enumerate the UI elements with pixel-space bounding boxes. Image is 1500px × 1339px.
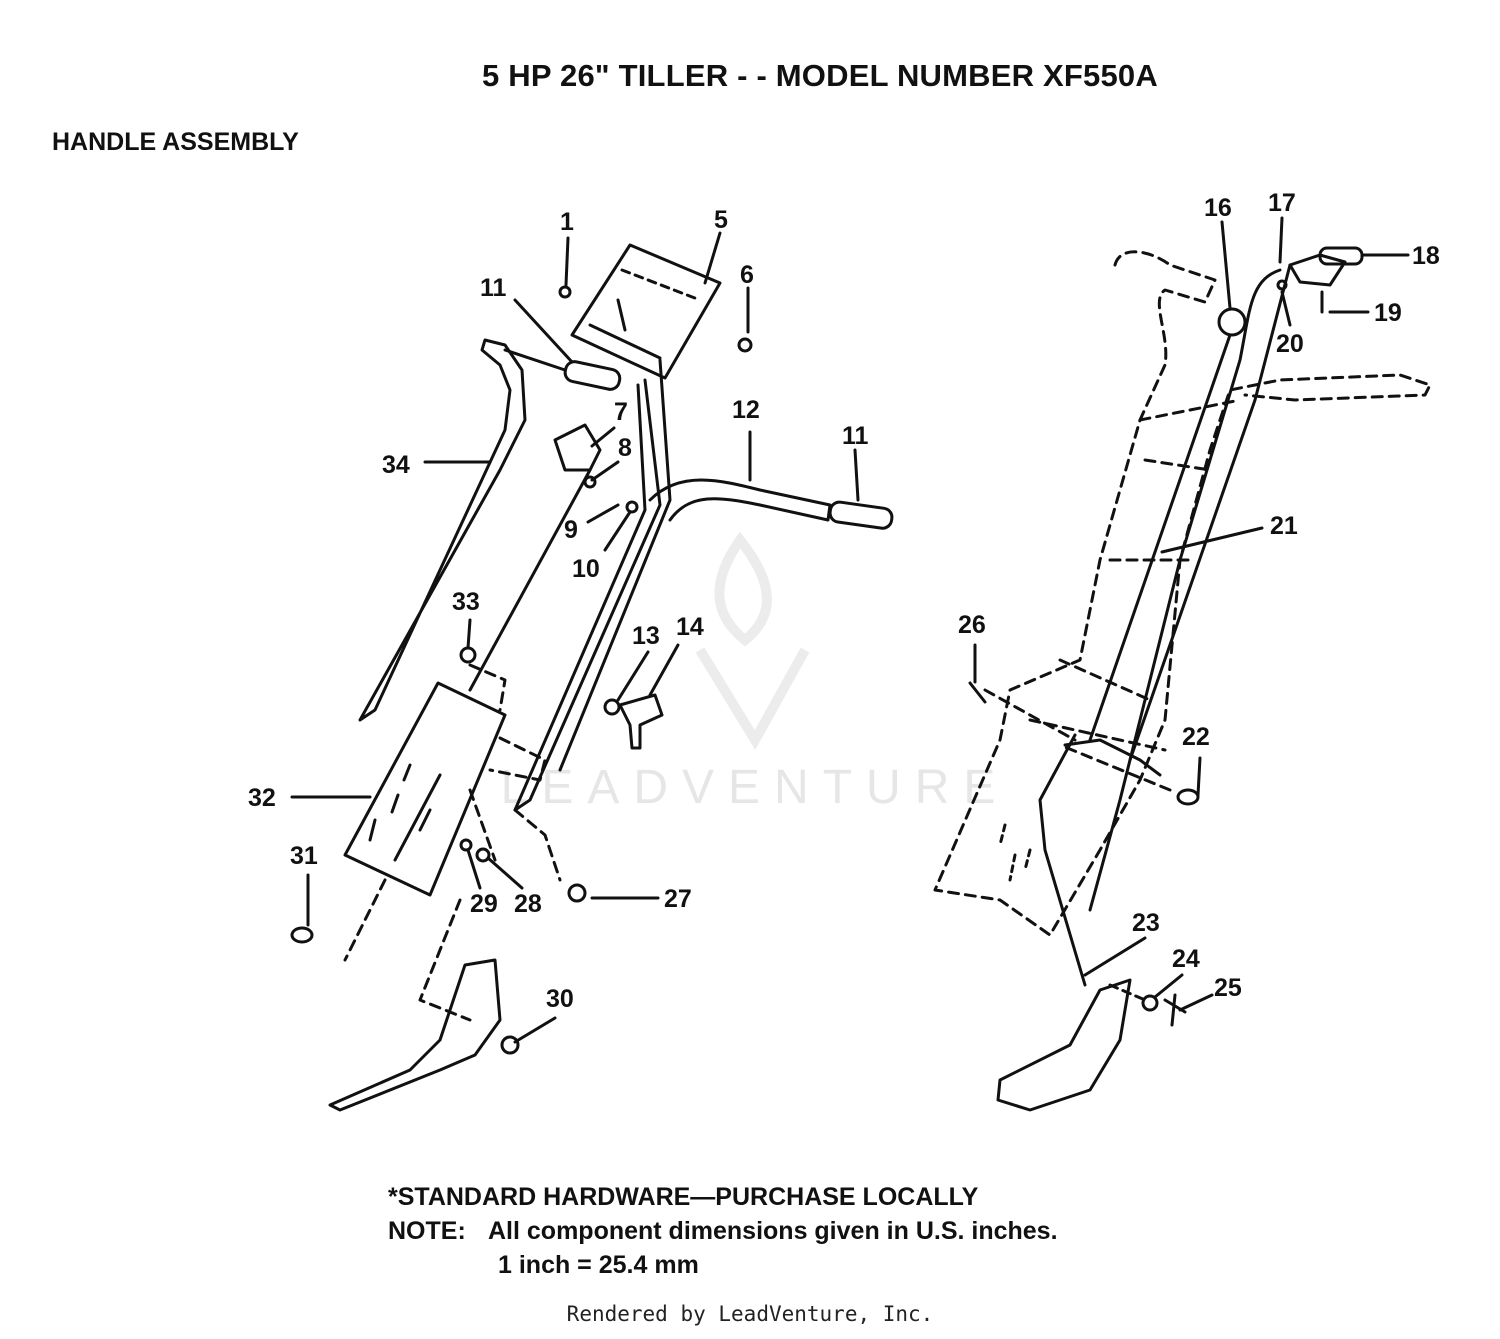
pin-26-icon bbox=[968, 681, 987, 704]
callout-6: 6 bbox=[740, 261, 754, 289]
dimension-note: NOTE: All component dimensions given in U… bbox=[388, 1214, 1058, 1248]
watermark-text: LEADVENTURE bbox=[500, 761, 1010, 814]
callout-21: 21 bbox=[1270, 512, 1298, 540]
footer-credit: Rendered by LeadVenture, Inc. bbox=[566, 1302, 934, 1326]
callout-28: 28 bbox=[514, 890, 542, 918]
callout-1: 1 bbox=[560, 208, 574, 236]
callout-30: 30 bbox=[546, 985, 574, 1013]
callout-34: 34 bbox=[382, 451, 410, 479]
washer-10-icon bbox=[625, 500, 639, 514]
nut-30-icon bbox=[500, 1035, 520, 1055]
knob-16-icon bbox=[1217, 307, 1247, 337]
throttle-cable bbox=[1088, 268, 1282, 912]
main-handle-tube bbox=[513, 378, 662, 812]
knob-31-icon bbox=[290, 926, 314, 944]
callout-11-right: 11 bbox=[842, 422, 869, 450]
callout-14: 14 bbox=[676, 613, 704, 641]
lower-panel bbox=[343, 681, 507, 897]
callout-24: 24 bbox=[1172, 945, 1200, 973]
knob-14-icon bbox=[618, 693, 664, 750]
control-rod bbox=[1088, 333, 1232, 742]
control-bracket bbox=[553, 423, 602, 472]
section-heading: HANDLE ASSEMBLY bbox=[52, 128, 299, 156]
callout-23: 23 bbox=[1132, 909, 1160, 937]
callout-16: 16 bbox=[1204, 194, 1232, 222]
right-grip bbox=[828, 500, 894, 530]
callout-31: 31 bbox=[290, 842, 318, 870]
watermark-logo-icon bbox=[695, 531, 810, 750]
hardware-note: *STANDARD HARDWARE—PURCHASE LOCALLY bbox=[388, 1183, 979, 1211]
callout-8: 8 bbox=[618, 434, 632, 462]
callout-17: 17 bbox=[1268, 189, 1296, 217]
lower-bracket bbox=[328, 958, 502, 1112]
note-text: All component dimensions given in U.S. i… bbox=[488, 1217, 1058, 1245]
callout-25: 25 bbox=[1214, 974, 1242, 1002]
callout-20: 20 bbox=[1276, 330, 1304, 358]
callout-26: 26 bbox=[958, 611, 986, 639]
nut-8-icon bbox=[583, 475, 597, 489]
callout-10: 10 bbox=[572, 555, 600, 583]
callout-13: 13 bbox=[632, 622, 660, 650]
callout-5: 5 bbox=[714, 206, 728, 234]
callout-19: 19 bbox=[1374, 299, 1402, 327]
callout-11-left: 11 bbox=[480, 274, 507, 302]
throttle-control bbox=[1288, 253, 1347, 287]
conversion-note: 1 inch = 25.4 mm bbox=[498, 1251, 699, 1279]
right-lower-bracket bbox=[996, 978, 1132, 1112]
callout-9: 9 bbox=[564, 516, 578, 544]
callout-32: 32 bbox=[248, 784, 276, 812]
upper-panel bbox=[570, 243, 722, 380]
bolt-27-icon bbox=[567, 883, 587, 903]
callout-33: 33 bbox=[452, 588, 480, 616]
bolt-6-icon bbox=[737, 337, 753, 353]
rear-handle-outline bbox=[933, 250, 1432, 937]
bolt-33-icon bbox=[459, 646, 477, 664]
washer-13-icon bbox=[603, 698, 621, 716]
washer-24-icon bbox=[1141, 994, 1159, 1012]
callout-18: 18 bbox=[1412, 242, 1440, 270]
knob-22-icon bbox=[1176, 788, 1200, 806]
notes-block: *STANDARD HARDWARE—PURCHASE LOCALLY NOTE… bbox=[388, 1180, 1058, 1282]
clutch-rod bbox=[1038, 733, 1087, 987]
callout-29: 29 bbox=[470, 890, 498, 918]
note-label: NOTE: bbox=[388, 1217, 466, 1245]
left-grip bbox=[563, 360, 622, 391]
washer-29-icon bbox=[459, 838, 473, 852]
left-handle-tube bbox=[358, 338, 527, 722]
callout-12: 12 bbox=[732, 396, 760, 424]
callout-7: 7 bbox=[614, 398, 628, 426]
page-title: 5 HP 26" TILLER - - MODEL NUMBER XF550A bbox=[482, 58, 1158, 93]
right-handle-tube bbox=[648, 478, 832, 522]
callout-27: 27 bbox=[664, 885, 692, 913]
bolt-1-icon bbox=[558, 285, 572, 299]
callout-22: 22 bbox=[1182, 723, 1210, 751]
nut-28-icon bbox=[475, 847, 491, 863]
